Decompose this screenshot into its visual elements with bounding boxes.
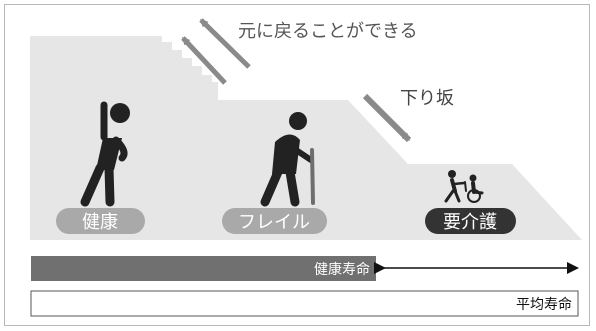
decline-annotation: 下り坂 bbox=[400, 88, 454, 109]
stage-pill-healthy: 健康 bbox=[56, 208, 145, 234]
stage-label-frail: フレイル bbox=[238, 212, 310, 233]
stretching-person-icon bbox=[80, 101, 130, 207]
decline-arrow bbox=[362, 93, 412, 143]
recover-annotation: 元に戻ることができる bbox=[238, 21, 418, 42]
slope-background bbox=[30, 36, 582, 240]
recover-arrow bbox=[181, 18, 251, 85]
elderly-with-cane-icon bbox=[260, 112, 315, 207]
stage-label-healthy: 健康 bbox=[82, 212, 118, 233]
average-life-expectancy-bar bbox=[30, 290, 579, 317]
stage-label-care: 要介護 bbox=[443, 212, 497, 233]
wheelchair-caregiver-icon bbox=[444, 170, 484, 203]
stage-pill-frail: フレイル bbox=[222, 208, 327, 234]
average-life-expectancy-label: 平均寿命 bbox=[516, 296, 572, 313]
healthy-life-expectancy-label: 健康寿命 bbox=[314, 261, 370, 278]
stage-pill-care: 要介護 bbox=[425, 208, 516, 234]
healthy-life-expectancy-bar bbox=[31, 256, 376, 281]
